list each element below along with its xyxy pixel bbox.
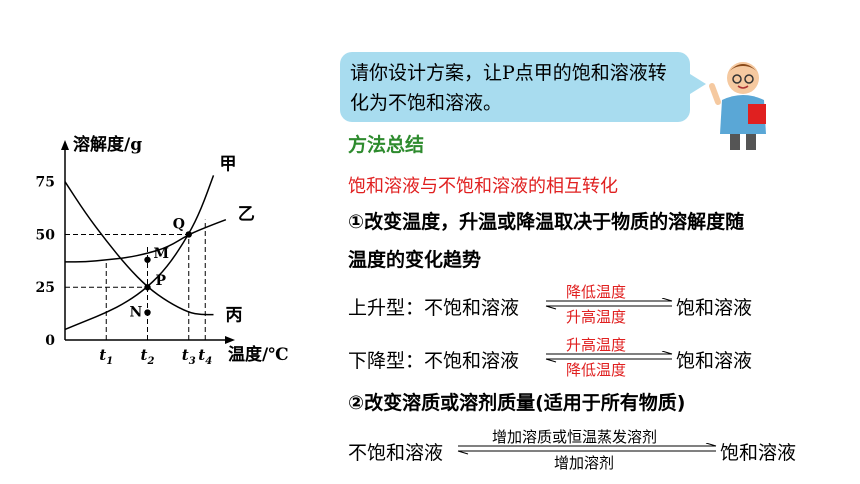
fall-bottom-label: 降低温度 [566,361,627,379]
x-axis-label: 温度/℃ [228,344,289,365]
fall-suffix: 饱和溶液 [676,350,753,372]
point-M [144,256,151,263]
series-丙 [64,181,214,316]
rise-suffix: 饱和溶液 [676,297,753,319]
method-title: 方法总结 [348,134,425,156]
speech-bubble: 请你设计方案，让P点甲的饱和溶液转化为不饱和溶液。 [340,52,706,122]
fall-top-label: 升高温度 [566,336,627,354]
y-tick-label: 50 [36,227,56,243]
chart-series [64,175,227,331]
series-label-乙: 乙 [238,205,255,225]
rise-prefix: 上升型：不饱和溶液 [348,297,520,319]
fall-prefix: 下降型：不饱和溶液 [348,350,520,372]
point-label-Q: Q [173,216,185,232]
point2: ②改变溶质或溶剂质量(适用于所有物质) [348,392,686,414]
rise-arrow-icon [545,298,673,310]
solute-arrow-icon [457,443,717,455]
point-label-M: M [154,246,170,262]
rise-bottom-label: 升高温度 [566,308,627,326]
point-P [144,284,151,291]
series-乙 [65,218,227,263]
point-label-N: N [130,305,143,321]
x-tick-label: t4 [198,346,212,367]
solute-prefix: 不饱和溶液 [348,442,444,464]
y-tick-label: 25 [36,280,55,296]
y-tick-label: 75 [36,175,55,191]
x-axis-arrow [225,336,235,344]
y-axis-arrow [61,140,69,150]
x-tick-label: t3 [182,346,196,367]
chart-axes [61,140,235,344]
point-label-P: P [156,273,167,289]
point-Q [185,231,192,238]
point1-line2: 温度的变化趋势 [348,249,482,271]
x-tick-label: t1 [99,346,113,367]
solute-bottom-label: 增加溶剂 [554,454,615,472]
chart-guides [65,219,206,340]
y-tick-label: 0 [45,333,55,349]
teacher-icon [709,62,766,150]
series-label-甲: 甲 [220,154,237,174]
rise-top-label: 降低温度 [566,283,627,301]
y-axis-label: 溶解度/g [73,134,142,155]
chart-points [144,231,192,316]
point1-line1: ①改变温度，升温或降温取决于物质的溶解度随 [348,211,745,233]
series-label-丙: 丙 [226,306,243,326]
solute-top-label: 增加溶质或恒温蒸发溶剂 [492,428,658,446]
x-tick-label: t2 [141,346,155,367]
subtitle: 饱和溶液与不饱和溶液的相互转化 [348,176,618,197]
fall-arrow-icon [545,351,673,363]
point-N [144,309,151,316]
solute-suffix: 饱和溶液 [720,442,797,464]
bubble-text: 请你设计方案，让P点甲的饱和溶液转化为不饱和溶液。 [350,62,667,114]
